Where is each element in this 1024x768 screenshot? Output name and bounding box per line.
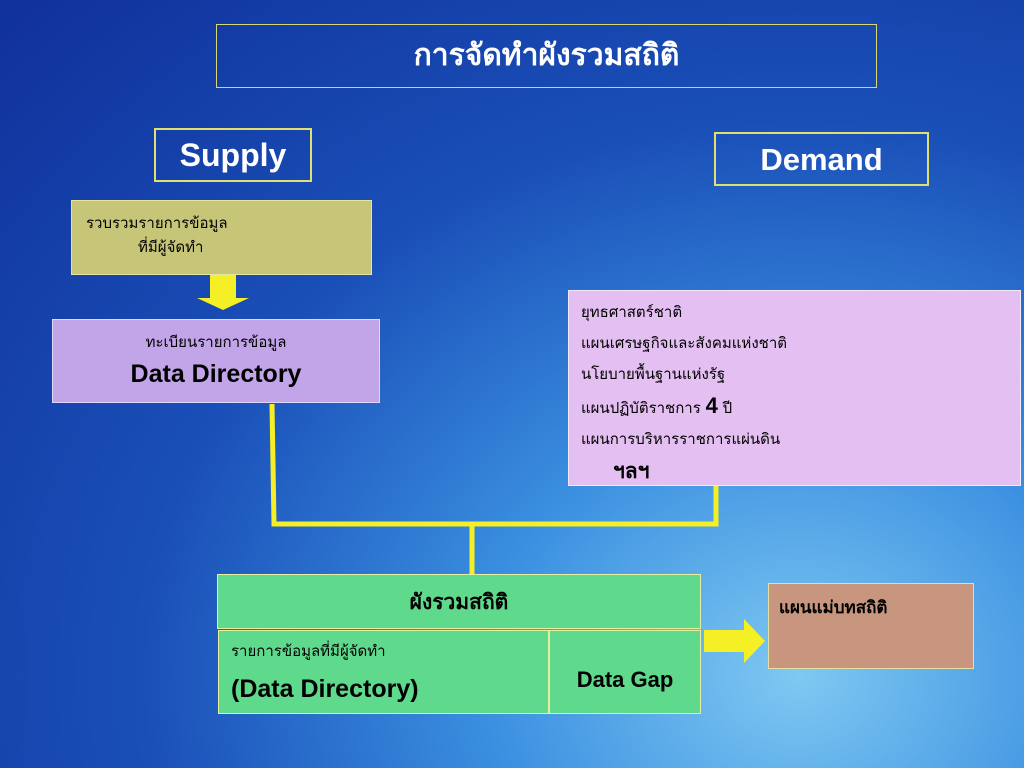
strategy-line4-number: 4 [705,393,718,418]
strategy-line4-suffix: ปี [722,399,733,417]
data-list-thai: รายการข้อมูลที่มีผู้จัดทำ [231,642,386,660]
strategy-line2: แผนเศรษฐกิจและสังคมแห่งชาติ [581,334,787,352]
strategy-line4: แผนปฏิบัติราชการ 4 ปี [581,390,1008,424]
data-list-english: (Data Directory) [231,675,419,703]
collect-data-box: รวบรวมรายการข้อมูล ที่มีผู้จัดทำ [71,200,372,275]
down-arrow-icon [197,275,249,310]
strategy-line3: นโยบายพื้นฐานแห่งรัฐ [581,365,726,383]
supply-label: Supply [154,128,312,182]
data-gap-cell: Data Gap [549,630,701,714]
strategy-line5: แผนการบริหารราชการแผ่นดิน [581,430,781,448]
statistics-chart-header: ผังรวมสถิติ [217,574,701,629]
connector-left [269,403,719,527]
directory-thai: ทะเบียนรายการข้อมูล [145,333,287,351]
demand-label: Demand [714,132,929,186]
strategy-line1: ยุทธศาสตร์ชาติ [581,303,683,321]
strategy-line6: ฯลฯ [613,458,650,483]
strategy-line4-prefix: แผนปฏิบัติราชการ [581,399,701,417]
strategy-box: ยุทธศาสตร์ชาติ แผนเศรษฐกิจและสังคมแห่งชา… [568,290,1021,486]
data-list-cell: รายการข้อมูลที่มีผู้จัดทำ (Data Director… [218,630,549,714]
right-arrow-icon [704,619,765,663]
directory-english: Data Directory [130,360,302,388]
data-directory-box: ทะเบียนรายการข้อมูล Data Directory [52,319,380,403]
collect-line2: ที่มีผู้จัดทำ [138,238,204,256]
master-plan-box: แผนแม่บทสถิติ [768,583,974,669]
page-title: การจัดทำผังรวมสถิติ [216,24,877,88]
collect-line1: รวบรวมรายการข้อมูล [86,214,228,232]
